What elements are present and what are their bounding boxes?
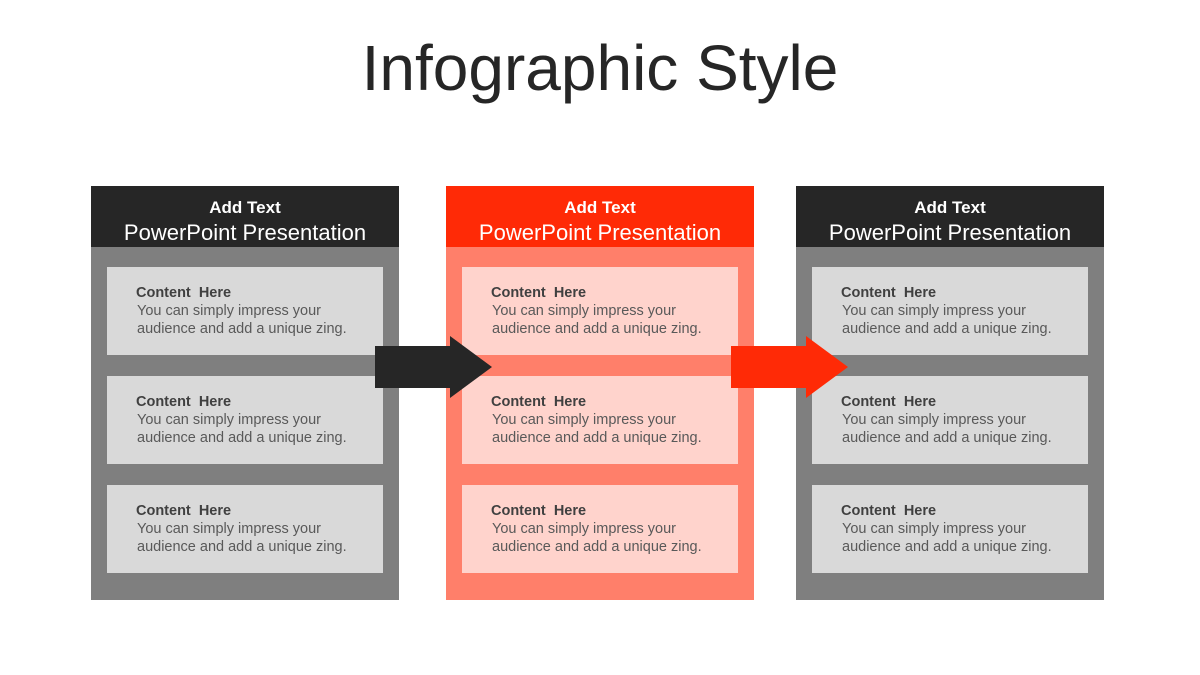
card-text: You can simply impress your audience and… bbox=[137, 303, 347, 337]
content-card: Content Here You can simply impress your… bbox=[107, 485, 383, 573]
card-text: You can simply impress your audience and… bbox=[492, 521, 702, 555]
column-2: Add Text PowerPoint Presentation Content… bbox=[446, 186, 754, 600]
card-text: You can simply impress your audience and… bbox=[137, 412, 347, 446]
card-title: Content Here bbox=[136, 285, 232, 301]
column-3-header-subtitle: PowerPoint Presentation bbox=[828, 220, 1072, 245]
card-title: Content Here bbox=[841, 285, 937, 301]
card-title: Content Here bbox=[491, 285, 587, 301]
card-text: You can simply impress your audience and… bbox=[492, 303, 702, 337]
content-card: Content Here You can simply impress your… bbox=[812, 267, 1088, 355]
card-title: Content Here bbox=[841, 503, 937, 519]
column-1-header: Add Text PowerPoint Presentation bbox=[91, 186, 399, 247]
card-text: You can simply impress your audience and… bbox=[492, 412, 702, 446]
column-3-header-title: Add Text bbox=[914, 198, 986, 217]
card-title: Content Here bbox=[136, 394, 232, 410]
arrow-2-shape bbox=[731, 336, 848, 398]
column-2-header-subtitle: PowerPoint Presentation bbox=[478, 220, 722, 245]
card-text: You can simply impress your audience and… bbox=[842, 521, 1052, 555]
column-1: Add Text PowerPoint Presentation Content… bbox=[91, 186, 399, 600]
content-card: Content Here You can simply impress your… bbox=[107, 267, 383, 355]
arrow-1-shape bbox=[375, 336, 492, 398]
content-card: Content Here You can simply impress your… bbox=[462, 376, 738, 464]
card-title: Content Here bbox=[841, 394, 937, 410]
card-title: Content Here bbox=[491, 394, 587, 410]
card-title: Content Here bbox=[491, 503, 587, 519]
arrow-right-icon bbox=[375, 336, 492, 398]
content-card: Content Here You can simply impress your… bbox=[462, 267, 738, 355]
column-2-header: Add Text PowerPoint Presentation bbox=[446, 186, 754, 247]
arrow-right-icon bbox=[731, 336, 848, 398]
column-3-body: Content Here You can simply impress your… bbox=[796, 247, 1104, 600]
content-card: Content Here You can simply impress your… bbox=[107, 376, 383, 464]
column-3-header: Add Text PowerPoint Presentation bbox=[796, 186, 1104, 247]
column-1-body: Content Here You can simply impress your… bbox=[91, 247, 399, 600]
column-1-header-subtitle: PowerPoint Presentation bbox=[123, 220, 367, 245]
content-card: Content Here You can simply impress your… bbox=[812, 376, 1088, 464]
card-text: You can simply impress your audience and… bbox=[137, 521, 347, 555]
card-title: Content Here bbox=[136, 503, 232, 519]
content-card: Content Here You can simply impress your… bbox=[462, 485, 738, 573]
column-2-body: Content Here You can simply impress your… bbox=[446, 247, 754, 600]
slide-title: Infographic Style bbox=[361, 32, 839, 104]
column-2-header-title: Add Text bbox=[564, 198, 636, 217]
card-text: You can simply impress your audience and… bbox=[842, 412, 1052, 446]
column-3: Add Text PowerPoint Presentation Content… bbox=[796, 186, 1104, 600]
content-card: Content Here You can simply impress your… bbox=[812, 485, 1088, 573]
column-1-header-title: Add Text bbox=[209, 198, 281, 217]
card-text: You can simply impress your audience and… bbox=[842, 303, 1052, 337]
